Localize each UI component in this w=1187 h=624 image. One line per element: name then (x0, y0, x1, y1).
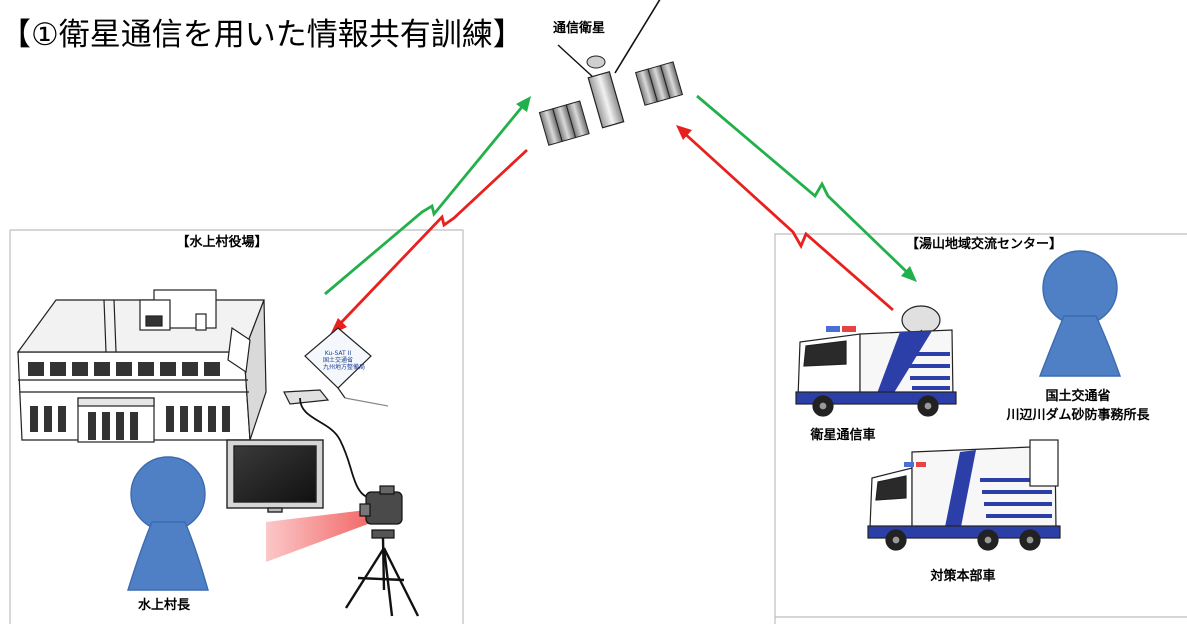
antenna-label-line: 国土交通省 (323, 357, 354, 365)
office-director-label: 国土交通省 川辺川ダム砂防事務所長 (1003, 388, 1153, 426)
antenna-label: Ku-SAT II 国土交通省 九州地方整備局 (323, 350, 366, 372)
uplink-right-arrow (696, 94, 917, 282)
office-director-person-icon (1038, 250, 1121, 377)
uplink-left-arrow (324, 96, 531, 296)
monitor-icon (226, 439, 324, 513)
antenna-label-line: Ku-SAT II (324, 350, 352, 357)
satellite-icon (538, 0, 684, 146)
village-mayor-label: 水上村長 (137, 598, 191, 613)
antenna-label-line: 九州地方整備局 (323, 364, 366, 372)
tripod-icon (344, 537, 420, 617)
video-camera-icon (359, 485, 403, 539)
office-director-org: 国土交通省 (1045, 389, 1111, 404)
downlink-right-arrow (676, 125, 894, 312)
right-site-heading: 【湯山地域交流センター】 (905, 237, 1063, 252)
portable-satellite-antenna-icon (283, 327, 389, 407)
village-office-building-icon (16, 289, 267, 443)
left-site-frame (9, 229, 464, 624)
page-title: 【①衛星通信を用いた情報共有訓練】 (0, 17, 524, 53)
command-hq-vehicle-icon (867, 439, 1061, 551)
downlink-left-arrow (330, 148, 528, 335)
satellite-label: 通信衛星 (553, 21, 606, 36)
camera-beam (266, 510, 368, 562)
vehicle1-label: 衛星通信車 (810, 428, 876, 443)
village-mayor-person-icon (127, 456, 209, 591)
office-director-title: 川辺川ダム砂防事務所長 (1006, 407, 1150, 423)
satellite-communication-vehicle-icon (795, 305, 957, 417)
left-site-heading: 【水上村役場】 (176, 235, 268, 250)
right-site-frame (774, 233, 1187, 624)
vehicle2-label: 対策本部車 (930, 569, 996, 584)
